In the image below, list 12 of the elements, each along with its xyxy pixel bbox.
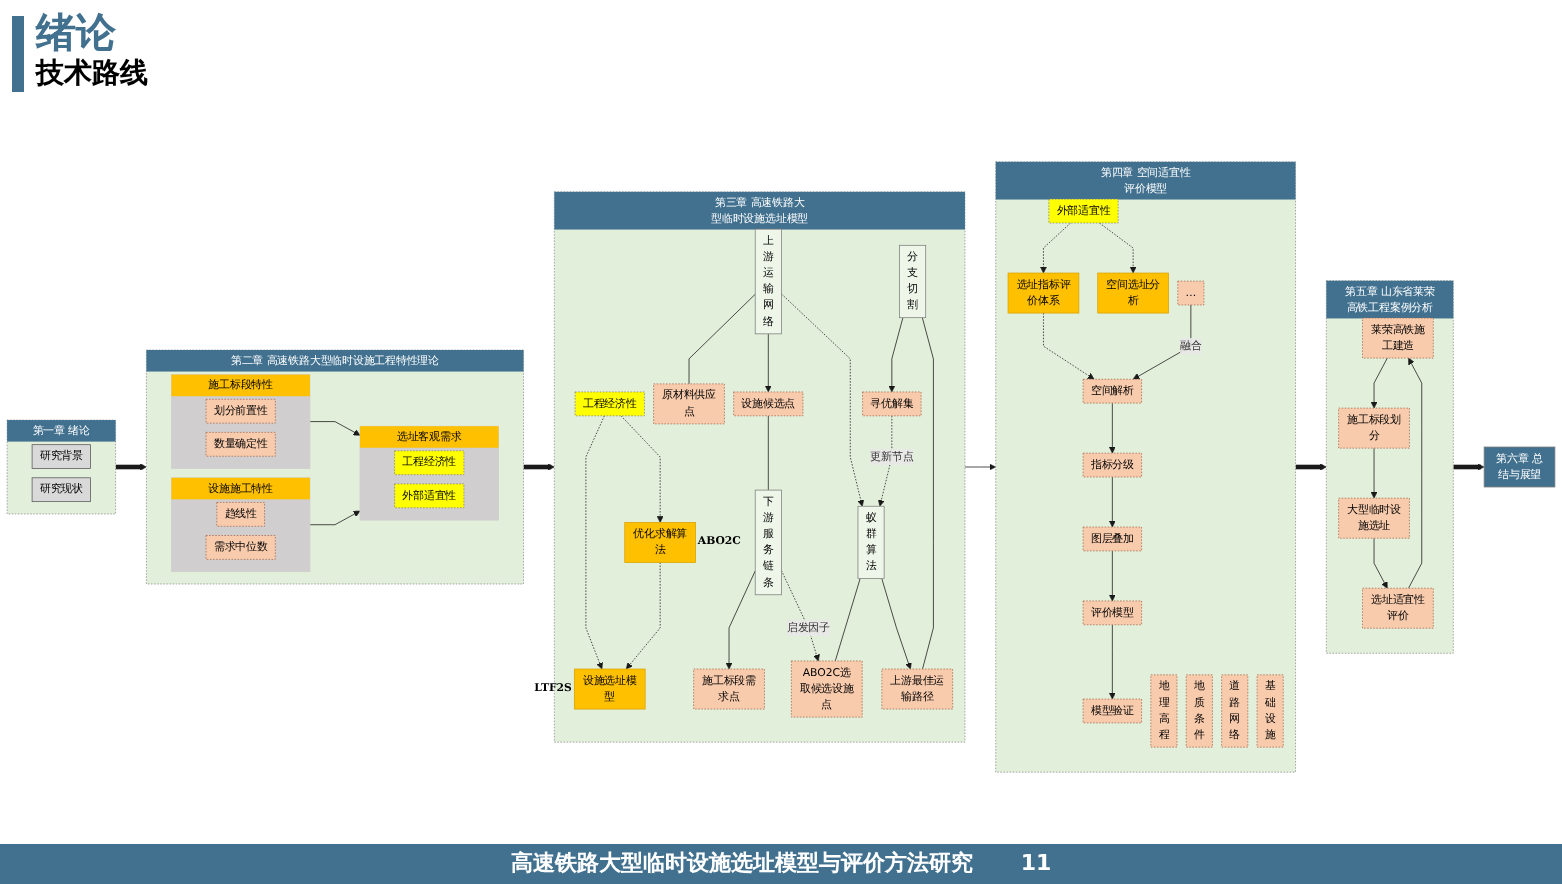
footer-title: 高速铁路大型临时设施选址模型与评价方法研究 <box>510 848 973 880</box>
arrow <box>523 463 555 471</box>
connector <box>688 293 756 385</box>
arrow <box>1453 463 1485 471</box>
page-title: 绪论 <box>36 8 116 56</box>
section-subtitle: 技术路线 <box>36 56 148 92</box>
connector <box>921 317 934 670</box>
arrow <box>115 463 147 471</box>
page-number: 11 <box>1020 848 1052 880</box>
connector <box>834 578 861 662</box>
arrow <box>1295 463 1327 471</box>
connector <box>767 415 769 491</box>
